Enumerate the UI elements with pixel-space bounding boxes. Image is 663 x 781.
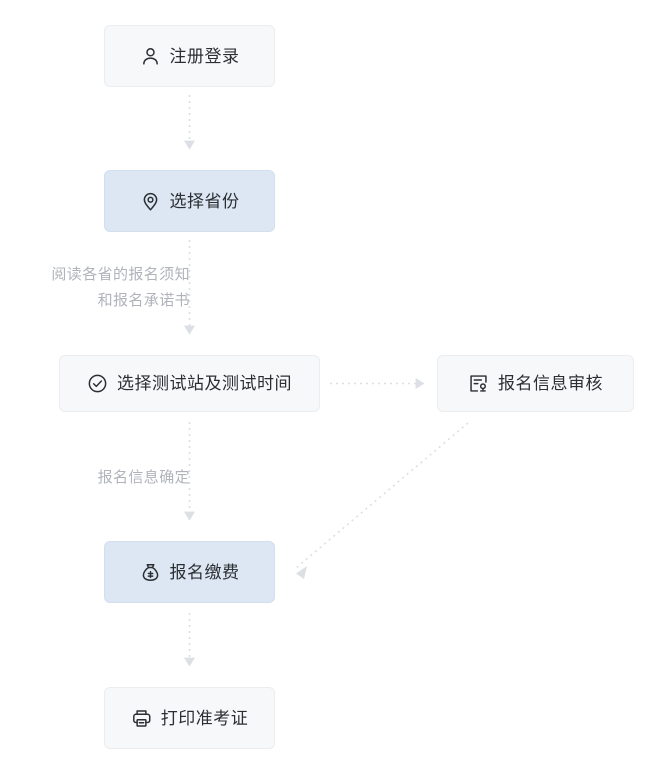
flow-node-label: 选择测试站及测试时间 (117, 374, 292, 393)
check-circle-icon (87, 373, 108, 394)
user-icon (140, 46, 161, 67)
audit-document-icon (468, 373, 489, 394)
flow-node-label: 选择省份 (169, 191, 240, 211)
flow-node-label: 报名信息审核 (498, 374, 603, 393)
flow-node-audit[interactable]: 报名信息审核 (437, 355, 634, 412)
edge-audit-to-payment (295, 422, 469, 579)
edge-label-line-1: 阅读各省的报名须知 (51, 266, 190, 283)
flow-node-station[interactable]: 选择测试站及测试时间 (59, 355, 320, 412)
edge-label-confirm-info: 报名信息确定 (97, 469, 190, 486)
money-bag-icon (140, 562, 161, 583)
flow-node-province[interactable]: 选择省份 (104, 170, 275, 232)
printer-icon (131, 708, 152, 729)
flow-node-register[interactable]: 注册登录 (104, 25, 275, 87)
location-pin-icon (140, 191, 161, 212)
flow-node-label: 报名缴费 (169, 562, 240, 582)
edge-label-read-notice: 阅读各省的报名须知 和报名承诺书 (0, 262, 190, 314)
flow-node-label: 注册登录 (169, 46, 240, 66)
edge-label-line-2: 和报名承诺书 (97, 292, 190, 309)
flow-node-print[interactable]: 打印准考证 (104, 687, 275, 749)
flow-node-label: 打印准考证 (160, 708, 249, 728)
flow-node-payment[interactable]: 报名缴费 (104, 541, 275, 603)
